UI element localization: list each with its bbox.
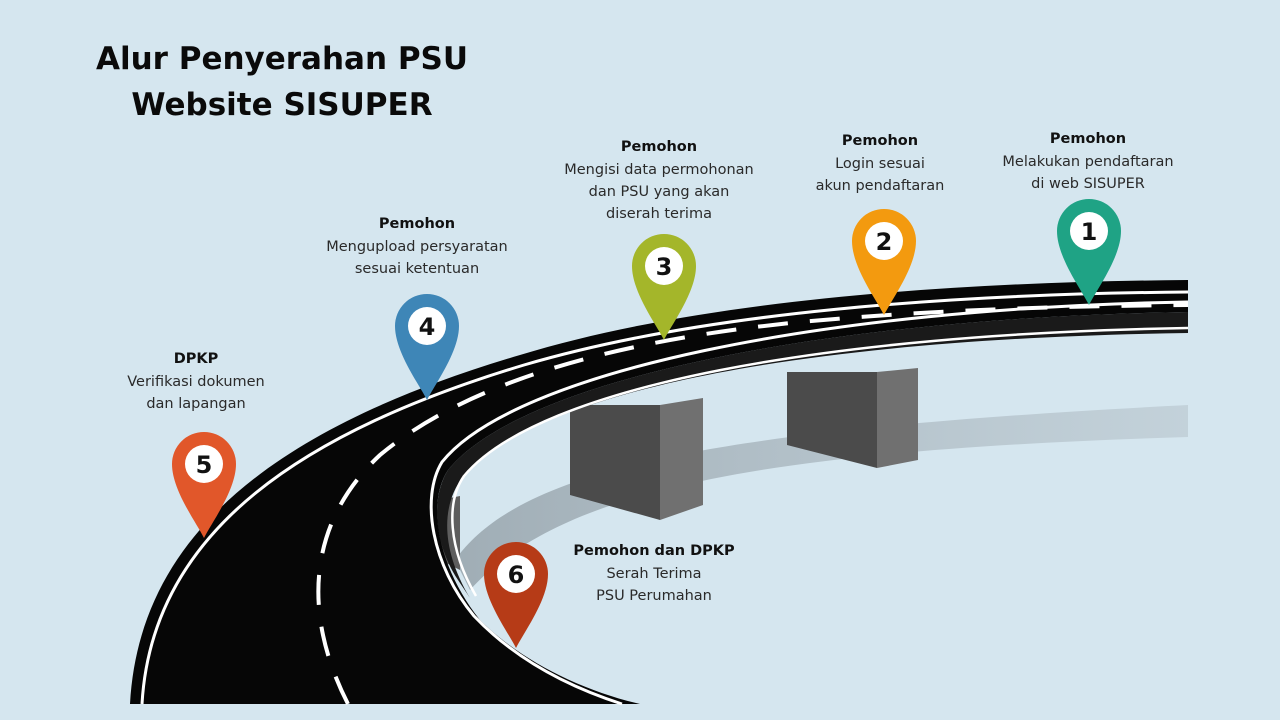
pin-4-number: 4 xyxy=(419,313,436,341)
step-2-description: Login sesuai akun pendaftaran xyxy=(815,156,945,194)
pin-2-number: 2 xyxy=(876,228,893,256)
step-6-description: Serah Terima PSU Perumahan xyxy=(596,566,712,604)
title-line-1: Alur Penyerahan PSU xyxy=(95,41,469,77)
pillar-right xyxy=(787,368,918,468)
pin-2-badge xyxy=(865,222,903,260)
step-5-description: Verifikasi dokumen dan lapangan xyxy=(127,374,265,412)
step-4-description: Mengupload persyaratan sesuai ketentuan xyxy=(326,239,508,277)
road-edge-outer xyxy=(140,290,1189,705)
pin-4-badge xyxy=(408,307,446,345)
pin-6-number: 6 xyxy=(508,561,525,589)
road-center-dashes xyxy=(316,303,1189,705)
step-4-actor: Pemohon xyxy=(378,216,456,232)
road-surface xyxy=(130,280,1188,704)
road-edge-inner xyxy=(429,300,1189,706)
step-6-label: Pemohon dan DPKP Serah Terima PSU Peruma… xyxy=(560,540,748,607)
step-5-actor: DPKP xyxy=(173,351,219,367)
pin-6-icon: 6 xyxy=(484,542,548,648)
step-4-label: Pemohon Mengupload persyaratan sesuai ke… xyxy=(308,213,526,280)
road-side-face xyxy=(437,312,1188,598)
step-1-description: Melakukan pendaftaran di web SISUPER xyxy=(1002,154,1174,192)
page-title: Alur Penyerahan PSU Website SISUPER xyxy=(82,36,482,128)
step-6-actor: Pemohon dan DPKP xyxy=(573,543,735,559)
step-3-label: Pemohon Mengisi data permohonan dan PSU … xyxy=(548,136,770,225)
step-3-actor: Pemohon xyxy=(620,139,698,155)
pin-1-badge xyxy=(1070,212,1108,250)
pin-6-badge xyxy=(497,555,535,593)
pin-5-icon: 5 xyxy=(172,432,236,538)
pillar-left xyxy=(570,398,703,520)
pin-1-icon: 1 xyxy=(1057,199,1121,305)
pin-5-badge xyxy=(185,445,223,483)
pin-5-number: 5 xyxy=(196,451,213,479)
road-side-line xyxy=(451,326,1189,597)
step-3-description: Mengisi data permohonan dan PSU yang aka… xyxy=(564,162,754,222)
step-2-label: Pemohon Login sesuai akun pendaftaran xyxy=(796,130,964,197)
step-2-actor: Pemohon xyxy=(841,133,919,149)
step-pins: 1 2 3 4 5 6 xyxy=(172,199,1121,648)
pin-3-badge xyxy=(645,247,683,285)
pin-2-icon: 2 xyxy=(852,209,916,315)
pin-3-number: 3 xyxy=(656,253,673,281)
title-line-2: Website SISUPER xyxy=(131,87,433,123)
step-5-label: DPKP Verifikasi dokumen dan lapangan xyxy=(106,348,286,415)
pin-1-number: 1 xyxy=(1081,218,1098,246)
step-1-actor: Pemohon xyxy=(1049,131,1127,147)
pin-4-icon: 4 xyxy=(395,294,459,400)
step-1-label: Pemohon Melakukan pendaftaran di web SIS… xyxy=(990,128,1186,195)
pin-3-icon: 3 xyxy=(632,234,696,340)
